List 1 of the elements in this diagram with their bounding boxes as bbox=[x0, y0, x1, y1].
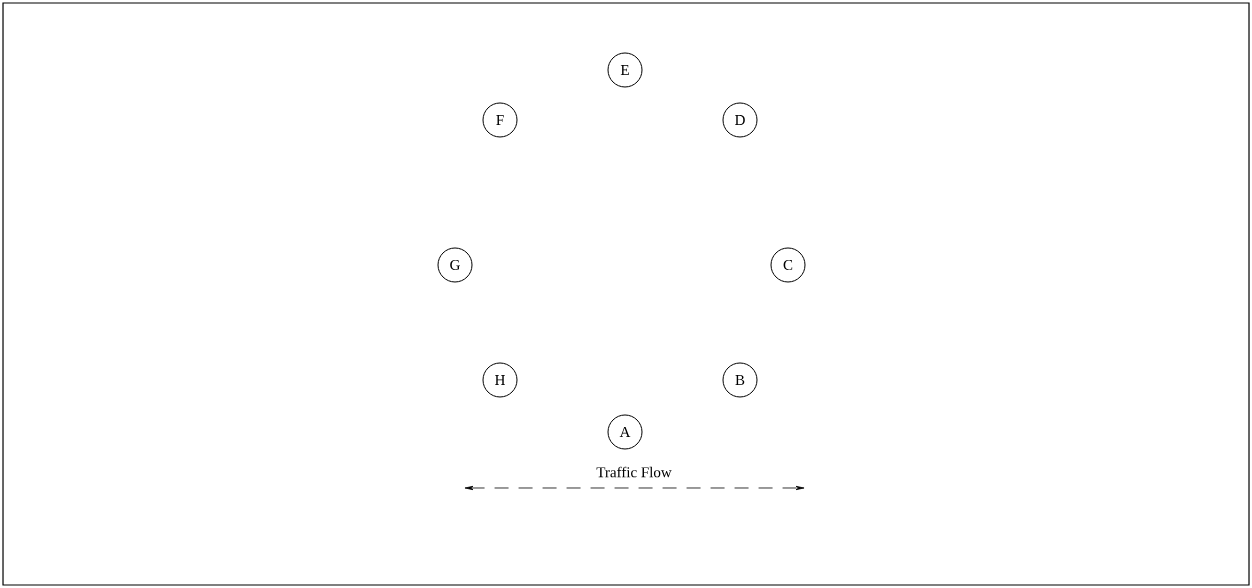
caption-text: Traffic Flow bbox=[596, 466, 672, 478]
